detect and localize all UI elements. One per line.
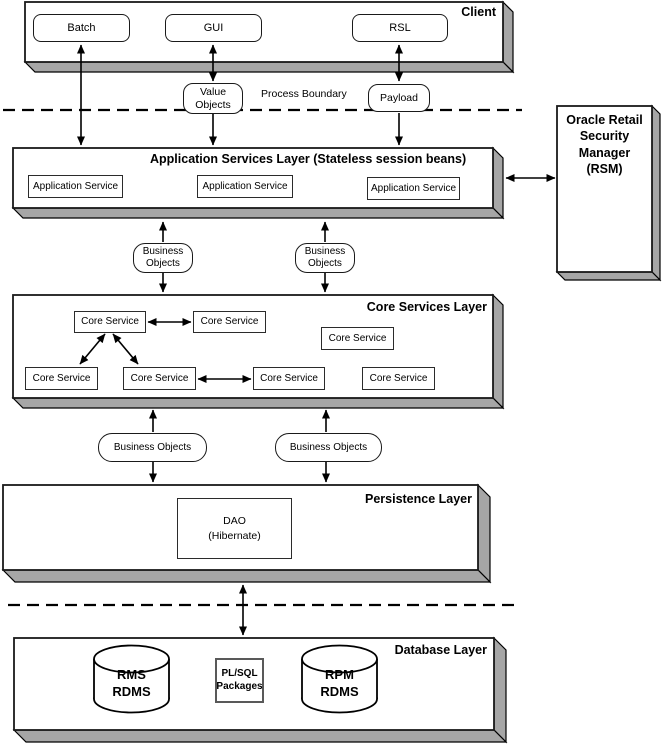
business-objects-node: Business Objects (295, 243, 355, 273)
rsm-title: Oracle Retail Security Manager (RSM) (566, 113, 643, 176)
rms-rdms-label: RMS RDMS (112, 667, 151, 699)
core-service-box: Core Service (253, 367, 325, 390)
core-services-layer-title: Core Services Layer (366, 300, 487, 314)
value-objects-node: Value Objects (183, 83, 243, 114)
batch-node: Batch (33, 14, 130, 42)
core-service-box: Core Service (25, 367, 98, 390)
business-objects-node: Business Objects (98, 433, 207, 462)
gui-node: GUI (165, 14, 262, 42)
dao-hibernate-box: DAO (Hibernate) (177, 498, 292, 559)
application-service-box: Application Service (28, 175, 123, 198)
application-service-box: Application Service (197, 175, 293, 198)
core-service-box: Core Service (193, 311, 266, 333)
database-layer-title: Database Layer (394, 643, 487, 657)
payload-node: Payload (368, 84, 430, 112)
rpm-cylinder-icon (301, 644, 378, 714)
process-boundary-label: Process Boundary (261, 88, 347, 100)
business-objects-node: Business Objects (133, 243, 193, 273)
rsl-node: RSL (352, 14, 448, 42)
core-service-box: Core Service (321, 327, 394, 350)
core-service-box: Core Service (74, 311, 146, 333)
core-service-box: Core Service (362, 367, 435, 390)
rpm-rdms-label: RPM RDMS (320, 667, 359, 699)
plsql-packages-box: PL/SQL Packages (215, 658, 264, 703)
application-services-layer-title: Application Services Layer (Stateless se… (150, 152, 467, 166)
arrow-core1-core5 (112, 333, 139, 365)
rsm-slab (555, 104, 662, 282)
rms-cylinder-icon (93, 644, 170, 714)
application-service-box: Application Service (367, 177, 460, 200)
core-service-box: Core Service (123, 367, 196, 390)
connector-arrows (77, 44, 556, 636)
arrow-core1-core4 (79, 333, 106, 365)
client-layer-title: Client (461, 5, 496, 19)
persistence-layer-title: Persistence Layer (364, 492, 472, 506)
business-objects-node: Business Objects (275, 433, 382, 462)
